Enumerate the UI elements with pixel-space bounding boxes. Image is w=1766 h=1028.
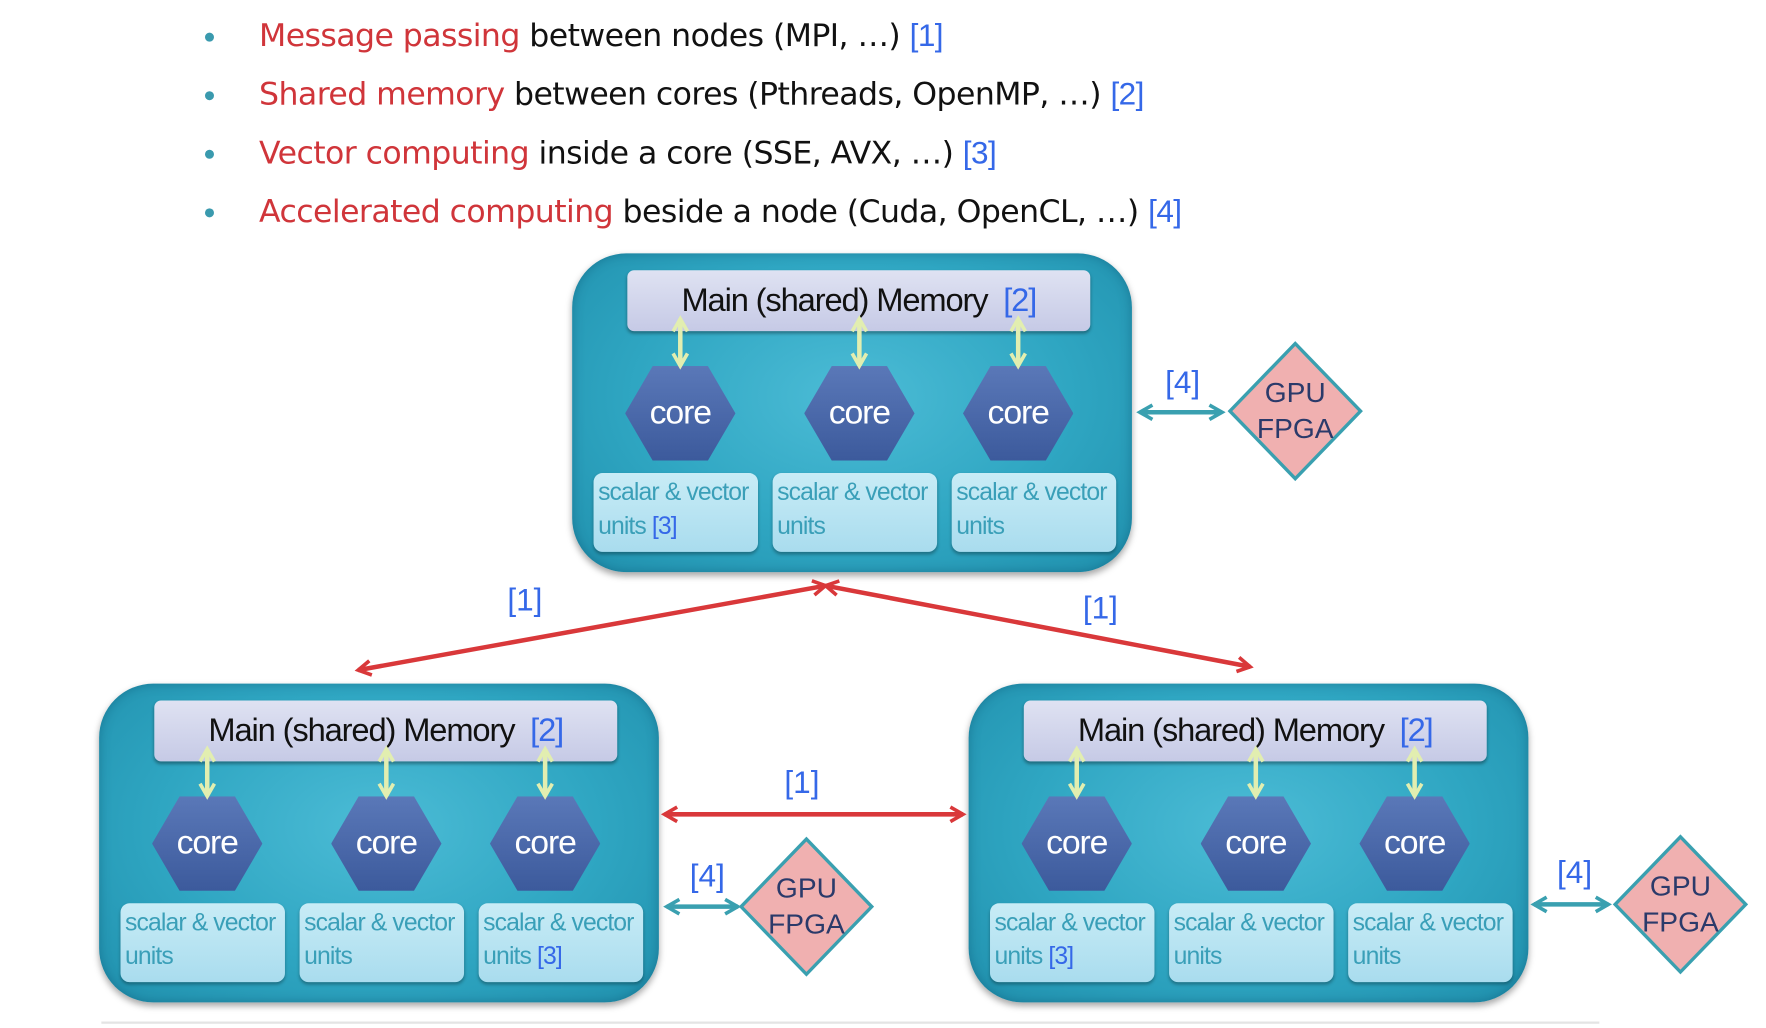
bullet-highlight: Accelerated computing	[259, 192, 614, 230]
bullet-dot-icon	[204, 32, 214, 42]
core-hexagon: core	[1359, 796, 1470, 891]
scalar-vector-units: scalar & vector units	[1169, 903, 1334, 983]
accelerator-ref: [4]	[689, 858, 725, 894]
unit-line2: units	[598, 511, 647, 540]
unit-line1: scalar & vector	[598, 477, 749, 506]
memory-ref: [2]	[1399, 712, 1434, 749]
unit-line2-row: units	[956, 509, 1111, 543]
bullet-item: Message passing between nodes (MPI, …) […	[204, 16, 944, 55]
accelerator-ref: [4]	[1557, 854, 1593, 890]
accelerator-gpu: GPU	[1649, 870, 1711, 903]
unit-line1: scalar & vector	[483, 907, 634, 936]
accelerator-diamond	[1612, 834, 1749, 975]
unit-ref: [3]	[537, 941, 563, 970]
scalar-vector-units: scalar & vector units [3]	[478, 903, 644, 983]
scalar-vector-units: scalar & vector units	[299, 903, 465, 983]
bullet-highlight: Message passing	[259, 16, 520, 55]
bullet-dot-icon	[204, 208, 214, 218]
unit-line2: units	[125, 941, 174, 970]
unit-line2-row: units	[1353, 939, 1508, 973]
message-passing-ref: [1]	[507, 582, 543, 618]
message-passing-arrow	[822, 579, 1254, 674]
unit-ref: [3]	[1048, 941, 1074, 970]
bullet-ref: [2]	[1110, 76, 1144, 112]
accelerator-diamond	[1227, 341, 1363, 482]
unit-line1: scalar & vector	[1352, 907, 1504, 936]
unit-line1: scalar & vector	[994, 907, 1146, 936]
scalar-vector-units: scalar & vector units	[120, 903, 285, 983]
bullet-text: between cores (Pthreads, OpenMP, …)	[504, 75, 1111, 113]
memory-label: Main (shared) Memory	[1077, 712, 1385, 749]
accelerator-diamond	[738, 836, 875, 977]
memory-label: Main (shared) Memory	[681, 282, 988, 319]
unit-line1: scalar & vector	[125, 907, 276, 936]
accelerator-gpu: GPU	[775, 872, 837, 905]
unit-line2-row: units	[777, 509, 932, 543]
unit-line2: units	[1352, 941, 1402, 970]
bullet-dot-icon	[204, 91, 214, 101]
scalar-vector-units: scalar & vector units	[1348, 903, 1513, 983]
unit-line2: units	[777, 511, 826, 540]
unit-line2-row: units [3]	[483, 939, 638, 973]
message-passing-ref: [1]	[1082, 590, 1118, 626]
unit-line2: units	[1173, 941, 1223, 970]
scalar-vector-units: scalar & vector units [3]	[593, 473, 758, 552]
bullet-item: Shared memory between cores (Pthreads, O…	[204, 75, 1144, 113]
unit-line2: units	[956, 511, 1005, 540]
bullet-item: Accelerated computing beside a node (Cud…	[204, 192, 1182, 230]
unit-line2-row: units	[304, 939, 459, 973]
bullet-highlight: Vector computing	[259, 134, 530, 172]
memory-ref: [2]	[1003, 282, 1037, 319]
bullet-text: between nodes (MPI, …)	[519, 16, 910, 55]
accelerator-label: GPU FPGA	[1228, 375, 1363, 447]
bullet-ref: [1]	[909, 18, 944, 53]
message-passing-arrow	[354, 579, 830, 677]
unit-line2-row: units	[1174, 939, 1329, 973]
unit-line2-row: units [3]	[598, 509, 753, 543]
bullet-dot-icon	[204, 149, 214, 159]
accelerator-ref: [4]	[1165, 364, 1201, 400]
memory-label: Main (shared) Memory	[208, 712, 515, 749]
unit-line2-row: units	[125, 939, 280, 973]
bullet-ref: [3]	[962, 135, 997, 171]
bullet-text: beside a node (Cuda, OpenCL, …)	[613, 192, 1149, 230]
message-passing-ref: [1]	[784, 764, 820, 800]
memory-ref: [2]	[530, 712, 564, 749]
unit-line1: scalar & vector	[777, 477, 928, 506]
unit-line1: scalar & vector	[956, 477, 1107, 506]
unit-line2: units	[304, 941, 353, 970]
bullet-highlight: Shared memory	[259, 75, 505, 113]
scalar-vector-units: scalar & vector units [3]	[990, 903, 1155, 983]
unit-line1: scalar & vector	[1173, 907, 1325, 936]
scalar-vector-units: scalar & vector units	[951, 473, 1117, 552]
bullet-item: Vector computing inside a core (SSE, AVX…	[204, 134, 997, 172]
accelerator-fpga: FPGA	[768, 908, 845, 941]
unit-ref: [3]	[651, 511, 678, 540]
unit-line1: scalar & vector	[304, 907, 455, 936]
unit-line2-row: units [3]	[995, 939, 1150, 973]
bullet-ref: [4]	[1148, 193, 1182, 229]
accelerator-fpga: FPGA	[1642, 906, 1719, 939]
unit-line2: units	[483, 941, 532, 970]
scalar-vector-units: scalar & vector units	[772, 473, 938, 552]
bullet-text: inside a core (SSE, AVX, …)	[529, 134, 963, 172]
accelerator-fpga: FPGA	[1256, 413, 1334, 445]
unit-line2: units	[994, 941, 1044, 970]
accelerator-gpu: GPU	[1264, 377, 1326, 409]
